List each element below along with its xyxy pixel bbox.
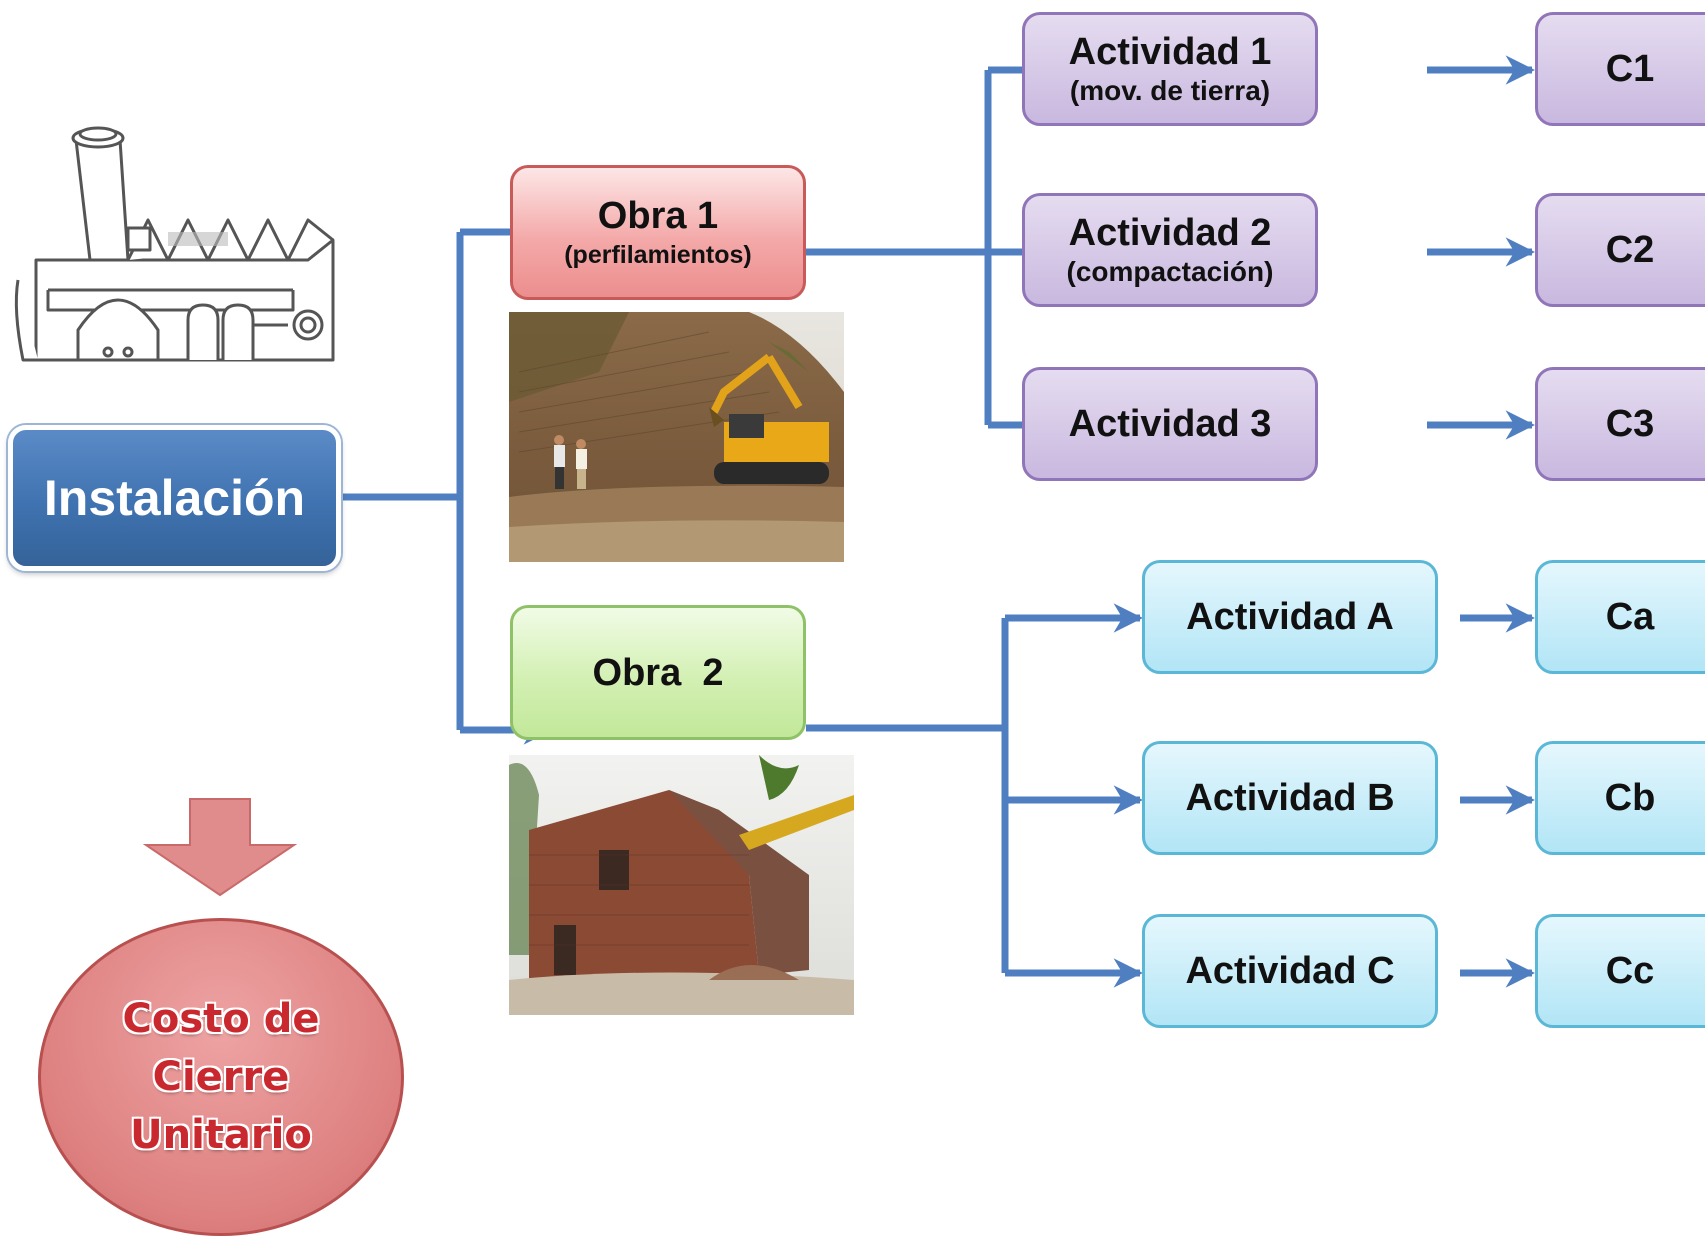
obra-2-box: Obra 2: [510, 605, 806, 740]
actividad-3-box: Actividad 3: [1022, 367, 1318, 481]
factory-icon: [14, 126, 335, 362]
actividad-1-subtitle: (mov. de tierra): [1069, 75, 1271, 106]
cost-cb-box: Cb: [1535, 741, 1705, 855]
cost-cc-box: Cc: [1535, 914, 1705, 1028]
cost-c3-label: C3: [1605, 403, 1655, 445]
connector-obra1-trunk: [806, 70, 992, 425]
cost-ca-box: Ca: [1535, 560, 1705, 674]
down-arrow-icon: [142, 798, 298, 897]
actividad-3-title: Actividad 3: [1068, 403, 1272, 445]
obra-1-box: Obra 1 (perfilamientos): [510, 165, 806, 300]
instalacion-label: Instalación: [43, 470, 306, 526]
cost-c1-label: C1: [1605, 48, 1655, 90]
actividad-2-title: Actividad 2: [1068, 212, 1272, 254]
cost-ca-label: Ca: [1605, 596, 1655, 638]
resultado-line-2: Cierre: [152, 1054, 290, 1100]
costo-cierre-unitario-circle: Costo de Cierre Unitario: [38, 918, 404, 1236]
building-demolition-photo: [509, 755, 854, 1015]
cost-c3-box: C3: [1535, 367, 1705, 481]
connector-obra2-trunk: [806, 618, 1009, 973]
actividad-c-box: Actividad C: [1142, 914, 1438, 1028]
obra-2-title: Obra 2: [592, 651, 724, 694]
cost-c2-label: C2: [1605, 229, 1655, 271]
actividad-2-box: Actividad 2 (compactación): [1022, 193, 1318, 307]
actividad-2-subtitle: (compactación): [1066, 256, 1274, 287]
actividad-b-box: Actividad B: [1142, 741, 1438, 855]
obra-1-subtitle: (perfilamientos): [564, 240, 752, 269]
connector-instalacion-trunk: [341, 232, 464, 730]
actividad-1-title: Actividad 1: [1068, 31, 1272, 73]
actividad-c-title: Actividad C: [1185, 950, 1395, 992]
slope-excavation-photo: [509, 312, 844, 562]
resultado-line-1: Costo de: [122, 996, 320, 1042]
actividad-1-box: Actividad 1 (mov. de tierra): [1022, 12, 1318, 126]
obra-1-title: Obra 1: [597, 194, 719, 237]
resultado-line-3: Unitario: [130, 1112, 312, 1158]
cost-c2-box: C2: [1535, 193, 1705, 307]
actividad-a-box: Actividad A: [1142, 560, 1438, 674]
actividad-b-title: Actividad B: [1185, 777, 1395, 819]
cost-cc-label: Cc: [1605, 950, 1655, 992]
cost-cb-label: Cb: [1604, 777, 1656, 819]
instalacion-box: Instalación: [8, 425, 341, 571]
cost-c1-box: C1: [1535, 12, 1705, 126]
actividad-a-title: Actividad A: [1186, 596, 1394, 638]
